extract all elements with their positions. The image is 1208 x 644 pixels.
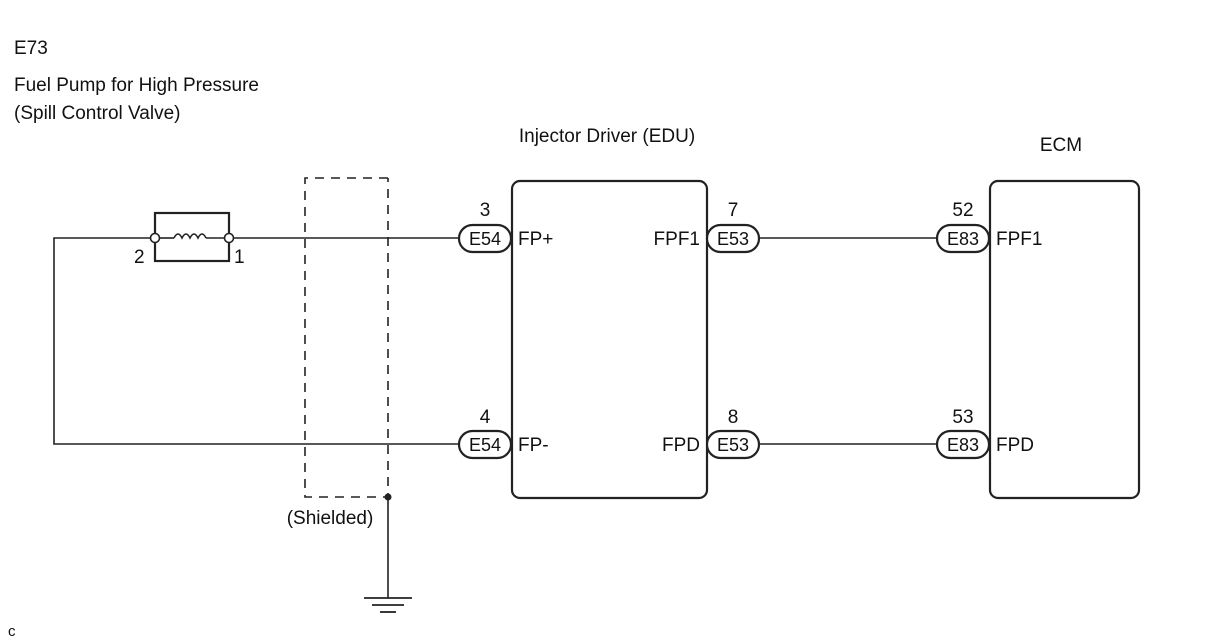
connector-e53-top-label: E53 (717, 229, 749, 249)
pump-pin-1: 1 (234, 247, 245, 268)
connector-e53-top (705, 223, 761, 254)
connector-e53-bottom (705, 429, 761, 460)
connector-e54-bottom-label: E54 (469, 435, 501, 455)
edu-signal-fp-minus: FP- (518, 435, 549, 456)
ecm-title: ECM (1040, 135, 1082, 156)
edu-box (510, 179, 709, 500)
wire-fp-minus (53, 237, 459, 445)
edu-pin-3: 3 (480, 200, 491, 221)
pump-terminal-2 (149, 232, 161, 244)
pump-code: E73 (14, 38, 48, 59)
ground-icon (364, 597, 412, 613)
pump-subtitle: (Spill Control Valve) (14, 103, 180, 124)
edu-signal-fpf1: FPF1 (654, 229, 700, 250)
edu-pin-7: 7 (728, 200, 739, 221)
fuel-pump-solenoid: 2 1 (134, 211, 245, 268)
shield-group: (Shielded) (287, 177, 412, 613)
connector-e54-top (457, 223, 513, 254)
edu-signal-fpd: FPD (662, 435, 700, 456)
pump-terminal-1 (223, 232, 235, 244)
edu-pin-8: 8 (728, 407, 739, 428)
connector-e83-bottom-label: E83 (947, 435, 979, 455)
ecm-signal-fpf1: FPF1 (996, 229, 1042, 250)
edu-pin-4: 4 (480, 407, 491, 428)
ecm-pin-53: 53 (952, 407, 973, 428)
connector-e83-bottom (935, 429, 991, 460)
coil-symbol (173, 233, 207, 240)
edu-title: Injector Driver (EDU) (519, 126, 695, 147)
edu-signal-fp-plus: FP+ (518, 229, 553, 250)
connector-e83-top-label: E83 (947, 229, 979, 249)
ecm-box (988, 179, 1141, 500)
connector-e53-bottom-label: E53 (717, 435, 749, 455)
shield-outline (304, 177, 389, 498)
shield-label: (Shielded) (287, 508, 374, 529)
connector-e54-bottom (457, 429, 513, 460)
ecm-signal-fpd: FPD (996, 435, 1034, 456)
pump-title: Fuel Pump for High Pressure (14, 75, 259, 96)
ecm-pin-52: 52 (952, 200, 973, 221)
connector-e54-top-label: E54 (469, 229, 501, 249)
solenoid-housing (153, 211, 231, 263)
connector-e83-top (935, 223, 991, 254)
pump-pin-2: 2 (134, 247, 145, 268)
figure-code: c (8, 623, 16, 640)
